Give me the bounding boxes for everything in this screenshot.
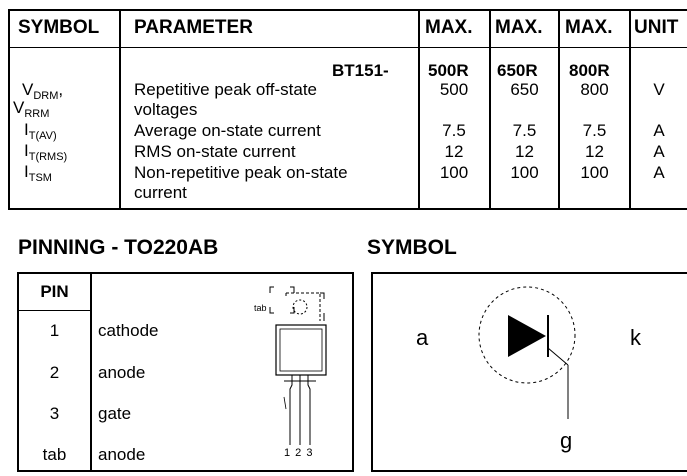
header-underline — [8, 47, 687, 48]
symbol-vdrm: VDRM, — [22, 80, 64, 102]
value-500r-itrms: 12 — [444, 142, 464, 161]
pin-desc-1: cathode — [98, 321, 159, 340]
package-pin-labels: 1 2 3 — [284, 447, 314, 459]
value-500r-itsm: 100 — [439, 163, 469, 182]
header-unit: UNIT — [634, 17, 679, 38]
header-symbol: SYMBOL — [18, 17, 100, 38]
pin-desc-tab: anode — [98, 445, 146, 464]
pin-box-bottom — [17, 470, 354, 472]
col-divider-5 — [629, 9, 631, 210]
pin-desc-2: anode — [98, 363, 146, 382]
value-800r-itsm: 100 — [580, 163, 609, 182]
param-row-1: Repetitive peak off-state — [134, 80, 318, 99]
table-bottom-border — [8, 208, 687, 210]
symbol-box-left — [371, 272, 373, 472]
param-row-3: Average on-state current — [134, 121, 321, 140]
symbol-title: SYMBOL — [367, 236, 457, 259]
value-650r-itrms: 12 — [515, 142, 534, 161]
variant-2: 650R — [497, 61, 538, 80]
col-divider-4 — [558, 9, 560, 210]
unit-itsm: A — [653, 163, 665, 182]
symbol-box-top — [371, 272, 687, 274]
header-max-2: MAX. — [495, 17, 543, 38]
param-row-5: Non-repetitive peak on-state — [134, 163, 348, 182]
param-row-6: current — [134, 183, 187, 202]
variant-3: 800R — [569, 61, 610, 80]
symbol-itsm: ITSM — [24, 162, 52, 184]
pin-box-right — [352, 272, 354, 472]
pinning-title: PINNING - TO220AB — [18, 236, 219, 259]
symbol-itrms: IT(RMS) — [24, 141, 68, 163]
unit-itav: A — [653, 121, 665, 140]
header-max-3: MAX. — [565, 17, 613, 38]
pin-desc-3: gate — [98, 404, 132, 423]
pin-number-tab: tab — [42, 445, 67, 464]
value-650r-itsm: 100 — [510, 163, 539, 182]
col-divider-3 — [489, 9, 491, 210]
cathode-label: k — [630, 325, 641, 350]
value-650r-itav: 7.5 — [512, 121, 537, 140]
table-left-border — [8, 9, 10, 210]
value-800r-itav: 7.5 — [582, 121, 607, 140]
value-800r-itrms: 12 — [585, 142, 604, 161]
symbol-vrrm: VRRM — [13, 98, 50, 120]
pin-box-left — [17, 272, 19, 472]
pin-number-3: 3 — [49, 404, 60, 423]
pin-header: PIN — [40, 282, 69, 301]
table-top-border — [8, 9, 687, 11]
param-row-4: RMS on-state current — [134, 142, 296, 161]
pin-number-1: 1 — [49, 321, 60, 340]
col-divider-1 — [119, 9, 121, 210]
thyristor-symbol — [478, 286, 576, 419]
part-prefix: BT151- — [332, 61, 389, 80]
pin-header-underline — [17, 310, 92, 311]
col-divider-2 — [418, 9, 420, 210]
to220-package-drawing — [269, 286, 327, 445]
param-row-2: voltages — [134, 100, 198, 119]
pin-number-2: 2 — [49, 363, 60, 382]
unit-itrms: A — [653, 142, 665, 161]
header-parameter: PARAMETER — [134, 17, 253, 38]
package-tab-label: tab — [254, 303, 267, 313]
pin-box-top — [17, 272, 354, 274]
symbol-box-bottom — [371, 470, 687, 472]
anode-label: a — [416, 325, 429, 350]
value-650r-vdrm: 650 — [510, 80, 539, 99]
variant-1: 500R — [428, 61, 469, 80]
gate-label: g — [560, 428, 573, 453]
value-800r-vdrm: 800 — [580, 80, 609, 99]
header-max-1: MAX. — [425, 17, 473, 38]
value-500r-vdrm: 500 — [439, 80, 469, 99]
pin-col-divider — [90, 272, 92, 472]
symbol-itav: IT(AV) — [24, 120, 57, 142]
unit-vdrm: V — [653, 80, 665, 99]
value-500r-itav: 7.5 — [442, 121, 466, 140]
